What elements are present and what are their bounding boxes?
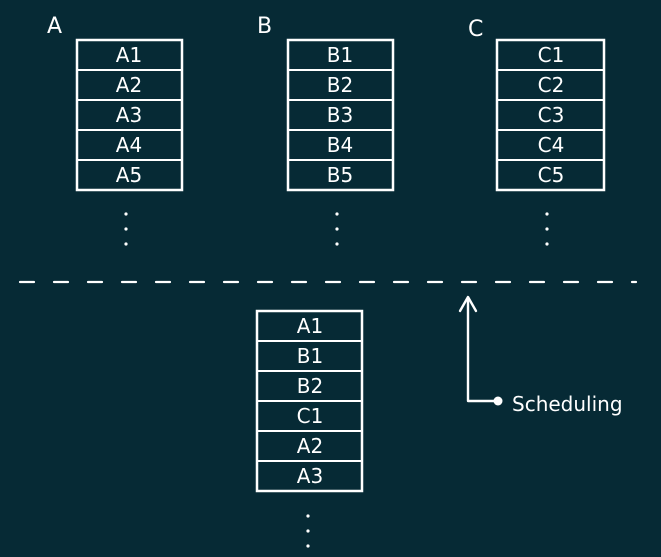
queue-b: B B1 B2 B3 B4 B5	[257, 14, 395, 246]
queue-c-label: C	[468, 17, 483, 42]
arrowhead-icon	[458, 295, 478, 313]
scheduled-queue-item: A1	[297, 314, 323, 338]
queue-a-label: A	[47, 14, 62, 39]
queue-c-item: C1	[538, 43, 565, 67]
scheduled-queue: A1 B1 B2 C1 A2 A3	[255, 309, 364, 548]
queue-c-item: C4	[538, 133, 565, 157]
scheduled-queue-ellipsis	[306, 514, 310, 548]
queue-b-item: B1	[327, 43, 353, 67]
queue-c-box	[495, 38, 606, 192]
up-arrow-icon	[466, 296, 498, 403]
queue-b-item: B2	[327, 73, 353, 97]
queue-a-item: A1	[116, 43, 142, 67]
queue-a-item: A3	[116, 103, 142, 127]
scheduled-queue-item: B2	[297, 374, 323, 398]
scheduled-queue-item: B1	[297, 344, 323, 368]
queue-a-box	[75, 38, 184, 192]
scheduled-queue-item: C1	[297, 404, 324, 428]
queue-a-item: A4	[116, 133, 142, 157]
queue-b-ellipsis	[335, 212, 339, 246]
queue-c-item: C3	[538, 103, 565, 127]
queue-c-item: C5	[538, 163, 565, 187]
queue-c: C C1 C2 C3 C4 C5	[468, 17, 606, 246]
queue-a-item: A2	[116, 73, 142, 97]
queue-b-box	[286, 38, 395, 192]
scheduled-queue-item: A3	[297, 464, 323, 488]
queue-a-ellipsis	[124, 212, 128, 246]
queue-b-item: B3	[327, 103, 353, 127]
scheduling-label: Scheduling	[512, 392, 623, 416]
scheduling-annotation: Scheduling	[458, 295, 623, 416]
queue-a: A A1 A2 A3 A4 A5	[47, 14, 184, 246]
queue-b-label: B	[257, 14, 272, 39]
queue-c-item: C2	[538, 73, 565, 97]
queue-a-item: A5	[116, 163, 142, 187]
queue-c-ellipsis	[545, 212, 549, 246]
connector-dot-icon	[493, 396, 503, 406]
queue-b-item: B4	[327, 133, 353, 157]
queue-b-item: B5	[327, 163, 353, 187]
scheduled-queue-item: A2	[297, 434, 323, 458]
